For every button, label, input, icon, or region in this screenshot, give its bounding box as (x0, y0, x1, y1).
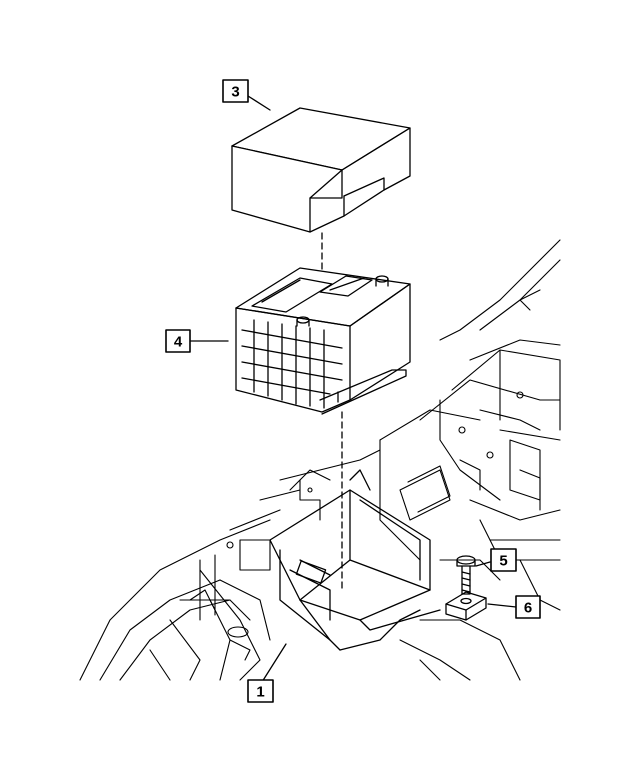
callout-4-label: 4 (174, 334, 183, 351)
callout-3-leader (247, 95, 271, 111)
hold-down-clamp-drawing (445, 591, 487, 621)
battery-tray-drawing (269, 469, 441, 651)
bolt-drawing (456, 555, 476, 595)
battery-drawing (235, 267, 411, 415)
callout-1-leader (261, 643, 287, 683)
callout-6-leader (487, 603, 517, 608)
callout-6-label: 6 (524, 600, 532, 617)
callout-1-box (247, 679, 274, 703)
vehicle-body-drawing (79, 239, 561, 681)
callout-4-box (165, 329, 191, 353)
callout-5-label: 5 (499, 553, 507, 570)
callout-6-box (515, 595, 541, 619)
callout-3-box (222, 79, 249, 103)
callout-3-label: 3 (231, 84, 239, 101)
callout-5-box (490, 548, 517, 572)
callout-5-leader (475, 561, 491, 567)
battery-cover-drawing (231, 107, 411, 233)
callout-1-label: 1 (256, 684, 264, 701)
